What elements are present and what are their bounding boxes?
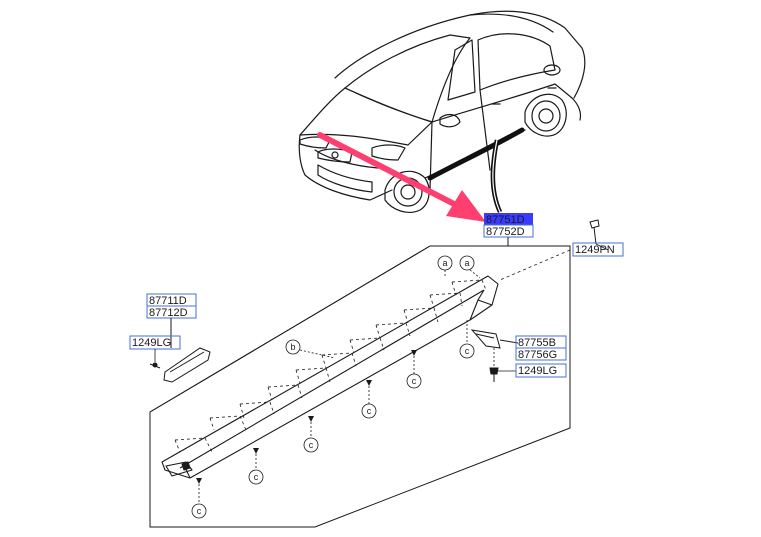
rear-screw-label: 1249LG (515, 363, 567, 378)
rear-trim-piece (470, 329, 519, 349)
svg-text:87755B: 87755B (518, 337, 556, 349)
svg-text:c: c (309, 440, 314, 450)
assembly-boundary (149, 245, 571, 528)
svg-text:1249LG: 1249LG (518, 365, 557, 377)
side-sill-highlight (427, 127, 525, 181)
clip-dashed-lines (174, 279, 487, 453)
main-part-number-bottom: 87752D (486, 226, 525, 238)
svg-text:87711D: 87711D (149, 295, 187, 307)
svg-text:1249LG: 1249LG (132, 337, 171, 349)
main-part-number-top: 87751D (486, 214, 525, 226)
svg-text:87756G: 87756G (518, 349, 557, 361)
top-screw (499, 219, 609, 281)
sill-leader-line-inner (492, 139, 501, 213)
svg-text:a: a (442, 258, 447, 268)
svg-text:c: c (412, 376, 417, 386)
callout-a-2: a (459, 255, 475, 271)
clip-leaders (198, 269, 481, 504)
callout-c-4: c (361, 403, 377, 419)
clip-markers (196, 350, 417, 484)
car-illustration (298, 10, 586, 213)
front-trim-piece (149, 347, 211, 383)
callout-a-1: a (437, 255, 453, 271)
svg-text:87712D: 87712D (149, 307, 188, 319)
svg-text:b: b (290, 342, 295, 352)
svg-text:c: c (465, 346, 470, 356)
svg-text:c: c (254, 472, 259, 482)
front-screw-label: 1249LG (129, 335, 181, 350)
svg-text:c: c (367, 406, 372, 416)
svg-text:c: c (197, 506, 202, 516)
rear-screw (489, 348, 516, 382)
callout-c-3: c (303, 437, 319, 453)
svg-text:a: a (464, 258, 469, 268)
callout-b: b (285, 339, 301, 355)
main-part-label: 87751D 87752D (483, 213, 534, 238)
callout-c-1: c (191, 503, 207, 519)
front-part-label: 87711D 87712D (146, 293, 197, 319)
rear-part-label: 87755B 87756G (515, 335, 567, 361)
side-sill-molding (161, 275, 499, 479)
callout-c-2: c (248, 469, 264, 485)
callout-c-6: c (459, 343, 475, 359)
svg-text:1249PN: 1249PN (575, 244, 615, 256)
highlight-arrow (317, 132, 486, 222)
callout-c-5: c (406, 373, 422, 389)
screw-label-top: 1249PN (572, 242, 624, 257)
